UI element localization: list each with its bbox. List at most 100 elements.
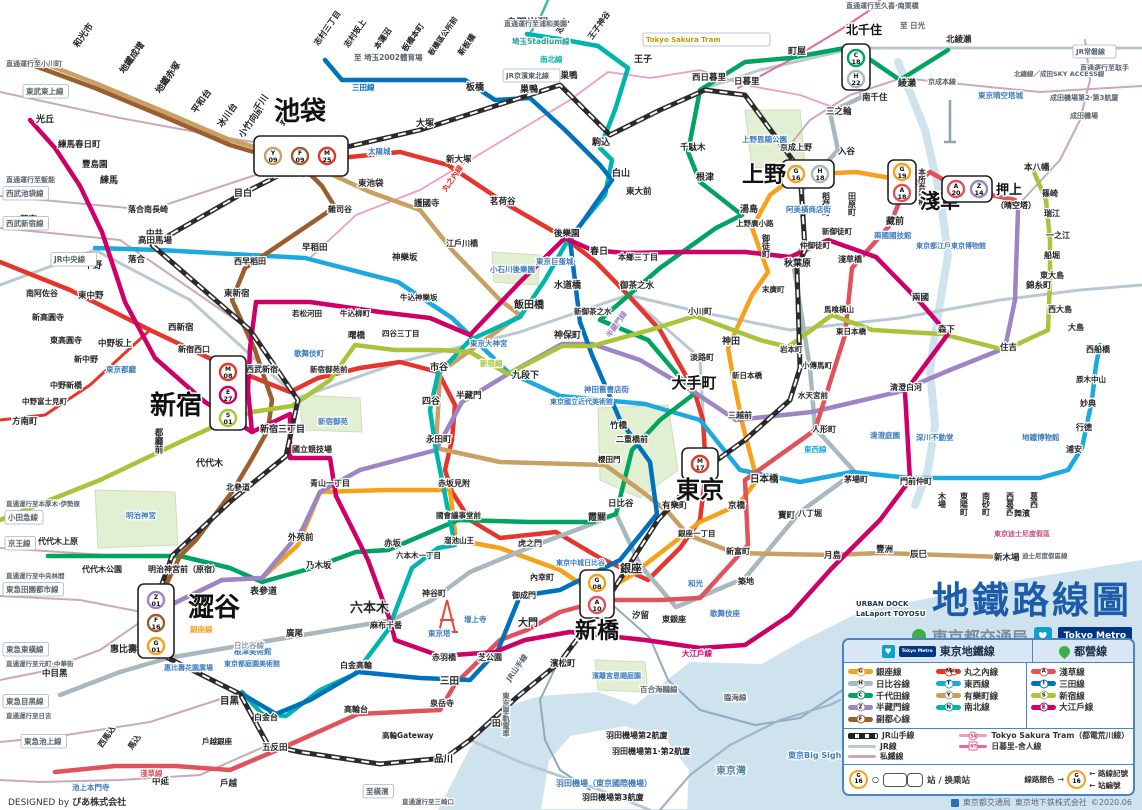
landmark-label: 清澄庭園 [870, 430, 900, 440]
svg-text:27: 27 [223, 395, 232, 403]
station-label: 南砂町 [982, 491, 991, 517]
station-label: 西早稻田 [234, 256, 266, 266]
designer-logo: ぴあ株式会社 [72, 798, 127, 808]
legend-header: ♥ Tokyo Metro 東京地鐵線 都營線 [844, 640, 1133, 663]
hub-label: 澀谷 [188, 593, 241, 623]
svg-text:M: M [697, 458, 703, 465]
station-label: 五反田 [262, 742, 288, 753]
svg-text:G: G [154, 640, 159, 647]
route-label: 直通運行至元町·中華街 [6, 659, 74, 668]
svg-text:18: 18 [815, 174, 825, 182]
station-label: 町屋 [788, 46, 806, 57]
station-label: 茗荷谷 [490, 196, 516, 207]
svg-text:08: 08 [223, 372, 233, 380]
station-label: 錦糸町 [1025, 280, 1052, 291]
route-label: 迪士尼度假區線 [1022, 551, 1068, 560]
tokyo-tower-icon [436, 599, 458, 633]
svg-text:M: M [324, 150, 330, 157]
landmark-label: 和光 [688, 578, 703, 588]
station-label: 神田 [722, 335, 740, 347]
station-label: 高田馬場 [138, 235, 173, 246]
station-label: 門前仲町 [900, 476, 932, 486]
sakura-tram-line [309, 69, 836, 259]
station-label: 護國寺 [414, 198, 440, 209]
station-label: 本蓮沼 [371, 26, 394, 52]
station-label: 三之輪 [826, 106, 852, 117]
hub-label: 池袋 [274, 97, 327, 127]
route-label: 東武東上線 [26, 86, 64, 96]
station-label: 北參道 [226, 482, 250, 492]
station-label: 二重橋前 [616, 434, 648, 444]
station-label: 代代木 [195, 457, 224, 469]
landmark-label: 東京都廳 [106, 364, 136, 374]
line-name: 東西線 [964, 679, 990, 690]
hub-label: 押上 [996, 182, 1022, 198]
station-label: 人形町 [812, 424, 836, 434]
station-badge-icon [146, 590, 166, 610]
station-label: 羽田機場第2航廈 [606, 730, 669, 740]
station-label: 竹橋 [609, 420, 628, 431]
station-label: 南阿佐谷 [26, 288, 59, 298]
svg-text:16: 16 [791, 174, 801, 182]
line-name: 新宿線 [1059, 691, 1085, 702]
station-label: 仲御徒町 [800, 240, 830, 250]
station-label: 有樂町 [662, 500, 688, 511]
svg-text:25: 25 [322, 156, 332, 164]
station-label: 外苑前 [287, 532, 314, 543]
station-label: 船堀 [1044, 250, 1060, 260]
nippori-toneri-line [737, 0, 881, 89]
hub-label: 北千住 [846, 22, 882, 37]
route-label: JR京濱東北線 [505, 71, 549, 80]
route-label: 至橫濱 [366, 786, 389, 796]
tobu-skytree-line [1019, 39, 1091, 204]
line-name: 副都心線 [876, 715, 911, 726]
station-label: 葛西 [1030, 491, 1039, 509]
hub-label: 大手町 [671, 374, 716, 392]
tokyo-metro-heart-icon: ♥ [881, 644, 895, 658]
route-label: 成田機場 [1070, 111, 1098, 120]
station-label: 汐留 [632, 610, 649, 621]
svg-text:16: 16 [151, 623, 161, 631]
station-label: 赤坂 [384, 538, 402, 549]
station-label: 春日 [589, 245, 608, 257]
station-label: 虎之門 [518, 538, 542, 548]
station-badge-icon [587, 595, 607, 615]
svg-text:F: F [154, 617, 158, 624]
legend-other-line: JR山手線 [848, 731, 959, 742]
station-label: 本八幡 [1024, 162, 1050, 173]
station-badge-icon [969, 179, 989, 199]
station-label: 東高圓寺 [50, 335, 82, 345]
route-label: 西武新宿線 [6, 218, 44, 228]
station-label: 西葛西 [1006, 492, 1015, 517]
landmark-icons [436, 100, 956, 633]
line-badge-icon: G [856, 667, 865, 677]
route-label: 直通運行至三崎口 [402, 797, 454, 806]
station-label: 光丘 [35, 113, 54, 125]
legend-other-line: 私鐵線 [848, 752, 959, 763]
line-name: 丸之內線 [964, 667, 999, 678]
station-label: 中野新橋 [50, 380, 83, 390]
route-label: 直通運行至本厚木·伊勢原 [6, 499, 80, 508]
landmark-label: 新宿御苑 [318, 416, 348, 426]
station-label: 江戶川橋 [446, 238, 479, 248]
landmark-label: 東京迪士尼度假區 [994, 529, 1050, 538]
station-label: 惠比壽 [110, 643, 137, 655]
station-label: 王子神谷 [585, 8, 612, 41]
station-label: 兩國 [912, 293, 929, 303]
station-number-label: ← 站編號 [1089, 781, 1121, 790]
station-badge-icon [690, 454, 710, 474]
tokyo-metro-logo: Tokyo Metro [898, 645, 936, 657]
svg-text:Z: Z [977, 183, 982, 190]
station-label: 濱松町 [550, 658, 576, 669]
station-label: 志村三丁目 [311, 9, 342, 48]
station-label: 白山 [612, 167, 630, 179]
svg-text:09: 09 [295, 156, 305, 164]
station-badge-icon [263, 146, 283, 166]
landmark-label: 神田舊書店街 [584, 384, 629, 394]
station-label: 豐洲 [876, 544, 893, 555]
